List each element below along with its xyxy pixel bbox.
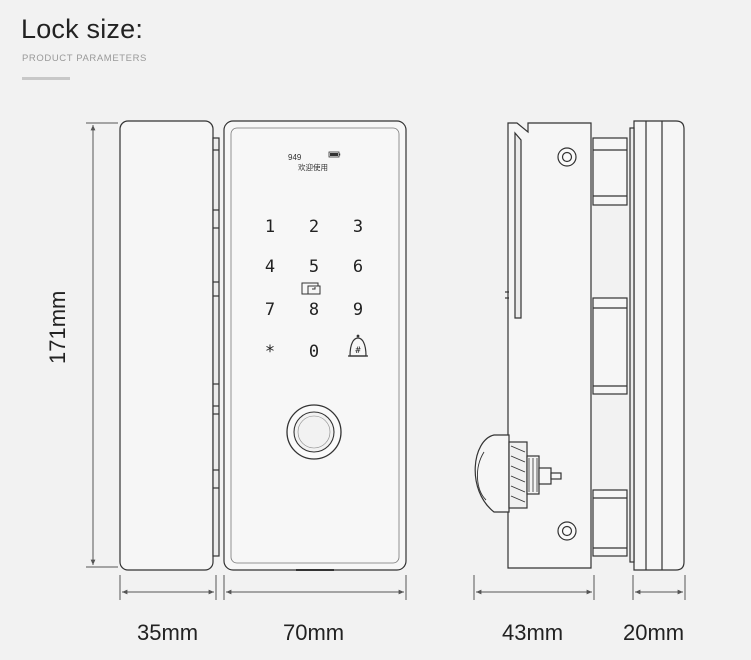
key-7[interactable]: 7 bbox=[265, 300, 275, 320]
key-1[interactable]: 1 bbox=[265, 217, 275, 237]
key-2[interactable]: 2 bbox=[309, 217, 319, 237]
key-9[interactable]: 9 bbox=[353, 300, 363, 320]
key-hash[interactable]: # bbox=[355, 346, 361, 356]
bell-icon bbox=[348, 334, 368, 357]
handle-width-label: 35mm bbox=[137, 620, 199, 645]
handle-front-view bbox=[119, 120, 220, 571]
key-6[interactable]: 6 bbox=[353, 257, 363, 277]
lock-body-front-view bbox=[223, 120, 407, 571]
thumb-knob bbox=[474, 434, 562, 513]
body-width-label: 70mm bbox=[283, 620, 345, 645]
page-subtitle: PRODUCT PARAMETERS bbox=[22, 53, 147, 64]
keypad: 1 2 3 4 5 6 7 8 9 * 0 # bbox=[265, 217, 363, 362]
key-4[interactable]: 4 bbox=[265, 257, 275, 277]
glass-clamp-plates bbox=[592, 137, 628, 557]
handle-side-view bbox=[629, 120, 685, 571]
key-5[interactable]: 5 bbox=[309, 257, 319, 277]
key-8[interactable]: 8 bbox=[309, 300, 319, 320]
plate-depth-label: 20mm bbox=[623, 620, 685, 645]
key-3[interactable]: 3 bbox=[353, 217, 363, 237]
fingerprint-sensor-inner bbox=[293, 411, 335, 453]
key-star[interactable]: * bbox=[265, 342, 275, 362]
bottom-dimension-lines bbox=[119, 575, 686, 600]
display-code: 949 bbox=[288, 153, 302, 162]
height-dimension-line bbox=[86, 122, 118, 568]
card-reader-icon bbox=[301, 282, 321, 295]
page-title: Lock size: bbox=[21, 14, 144, 44]
body-depth-label: 43mm bbox=[502, 620, 564, 645]
height-label: 171mm bbox=[45, 290, 70, 364]
key-0[interactable]: 0 bbox=[309, 342, 319, 362]
display-welcome: 欢迎使用 bbox=[298, 162, 328, 172]
title-underline bbox=[22, 77, 70, 80]
battery-icon bbox=[328, 151, 341, 158]
